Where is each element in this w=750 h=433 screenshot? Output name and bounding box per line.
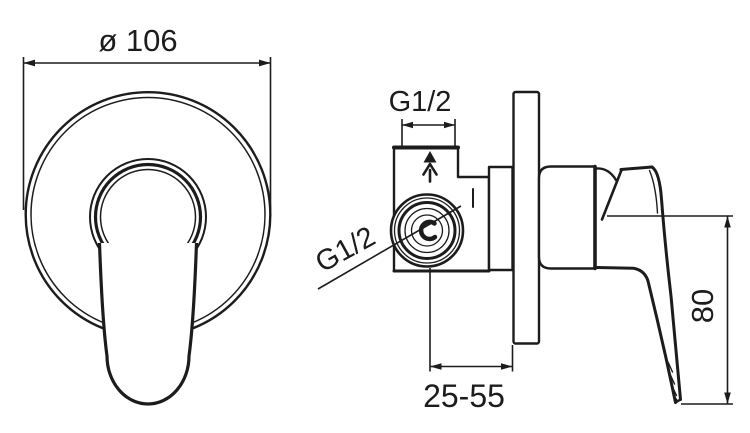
side-port-leader-line <box>317 205 462 290</box>
depth-dimension: 25-55 <box>423 268 514 414</box>
handle-tip-hatching <box>667 361 679 403</box>
side-port-label: G1/2 <box>310 221 381 279</box>
flow-direction-arrow-icon <box>422 151 438 183</box>
height-dimension: 80 <box>607 215 733 405</box>
arrowhead-left-icon <box>402 121 413 129</box>
depth-label: 25-55 <box>423 378 505 414</box>
top-port-dimension: G1/2 <box>389 86 456 147</box>
front-view: ø 106 <box>22 23 272 406</box>
diameter-label: ø 106 <box>98 23 177 58</box>
arrowhead-bottom-icon <box>724 392 731 404</box>
side-view: G1/2 G1/2 25-55 80 <box>310 86 733 414</box>
top-port-label: G1/2 <box>389 86 452 118</box>
arrowhead-left-icon <box>23 59 35 67</box>
lever-handle-front <box>97 242 199 406</box>
arrowhead-left-icon <box>430 363 442 370</box>
wall-flange <box>487 165 514 272</box>
arrowhead-right-icon <box>259 59 271 67</box>
diameter-dimension: ø 106 <box>22 23 272 210</box>
arrowhead-right-icon <box>444 121 455 129</box>
cartridge-sleeve <box>537 165 597 270</box>
port-center-icon <box>418 219 438 242</box>
height-label: 80 <box>685 289 720 323</box>
escutcheon-plate-side <box>512 90 541 345</box>
lever-handle-side <box>595 165 682 404</box>
arrowhead-right-icon <box>501 363 513 370</box>
inlet-port-rings <box>389 193 465 268</box>
arrowhead-top-icon <box>724 216 731 228</box>
